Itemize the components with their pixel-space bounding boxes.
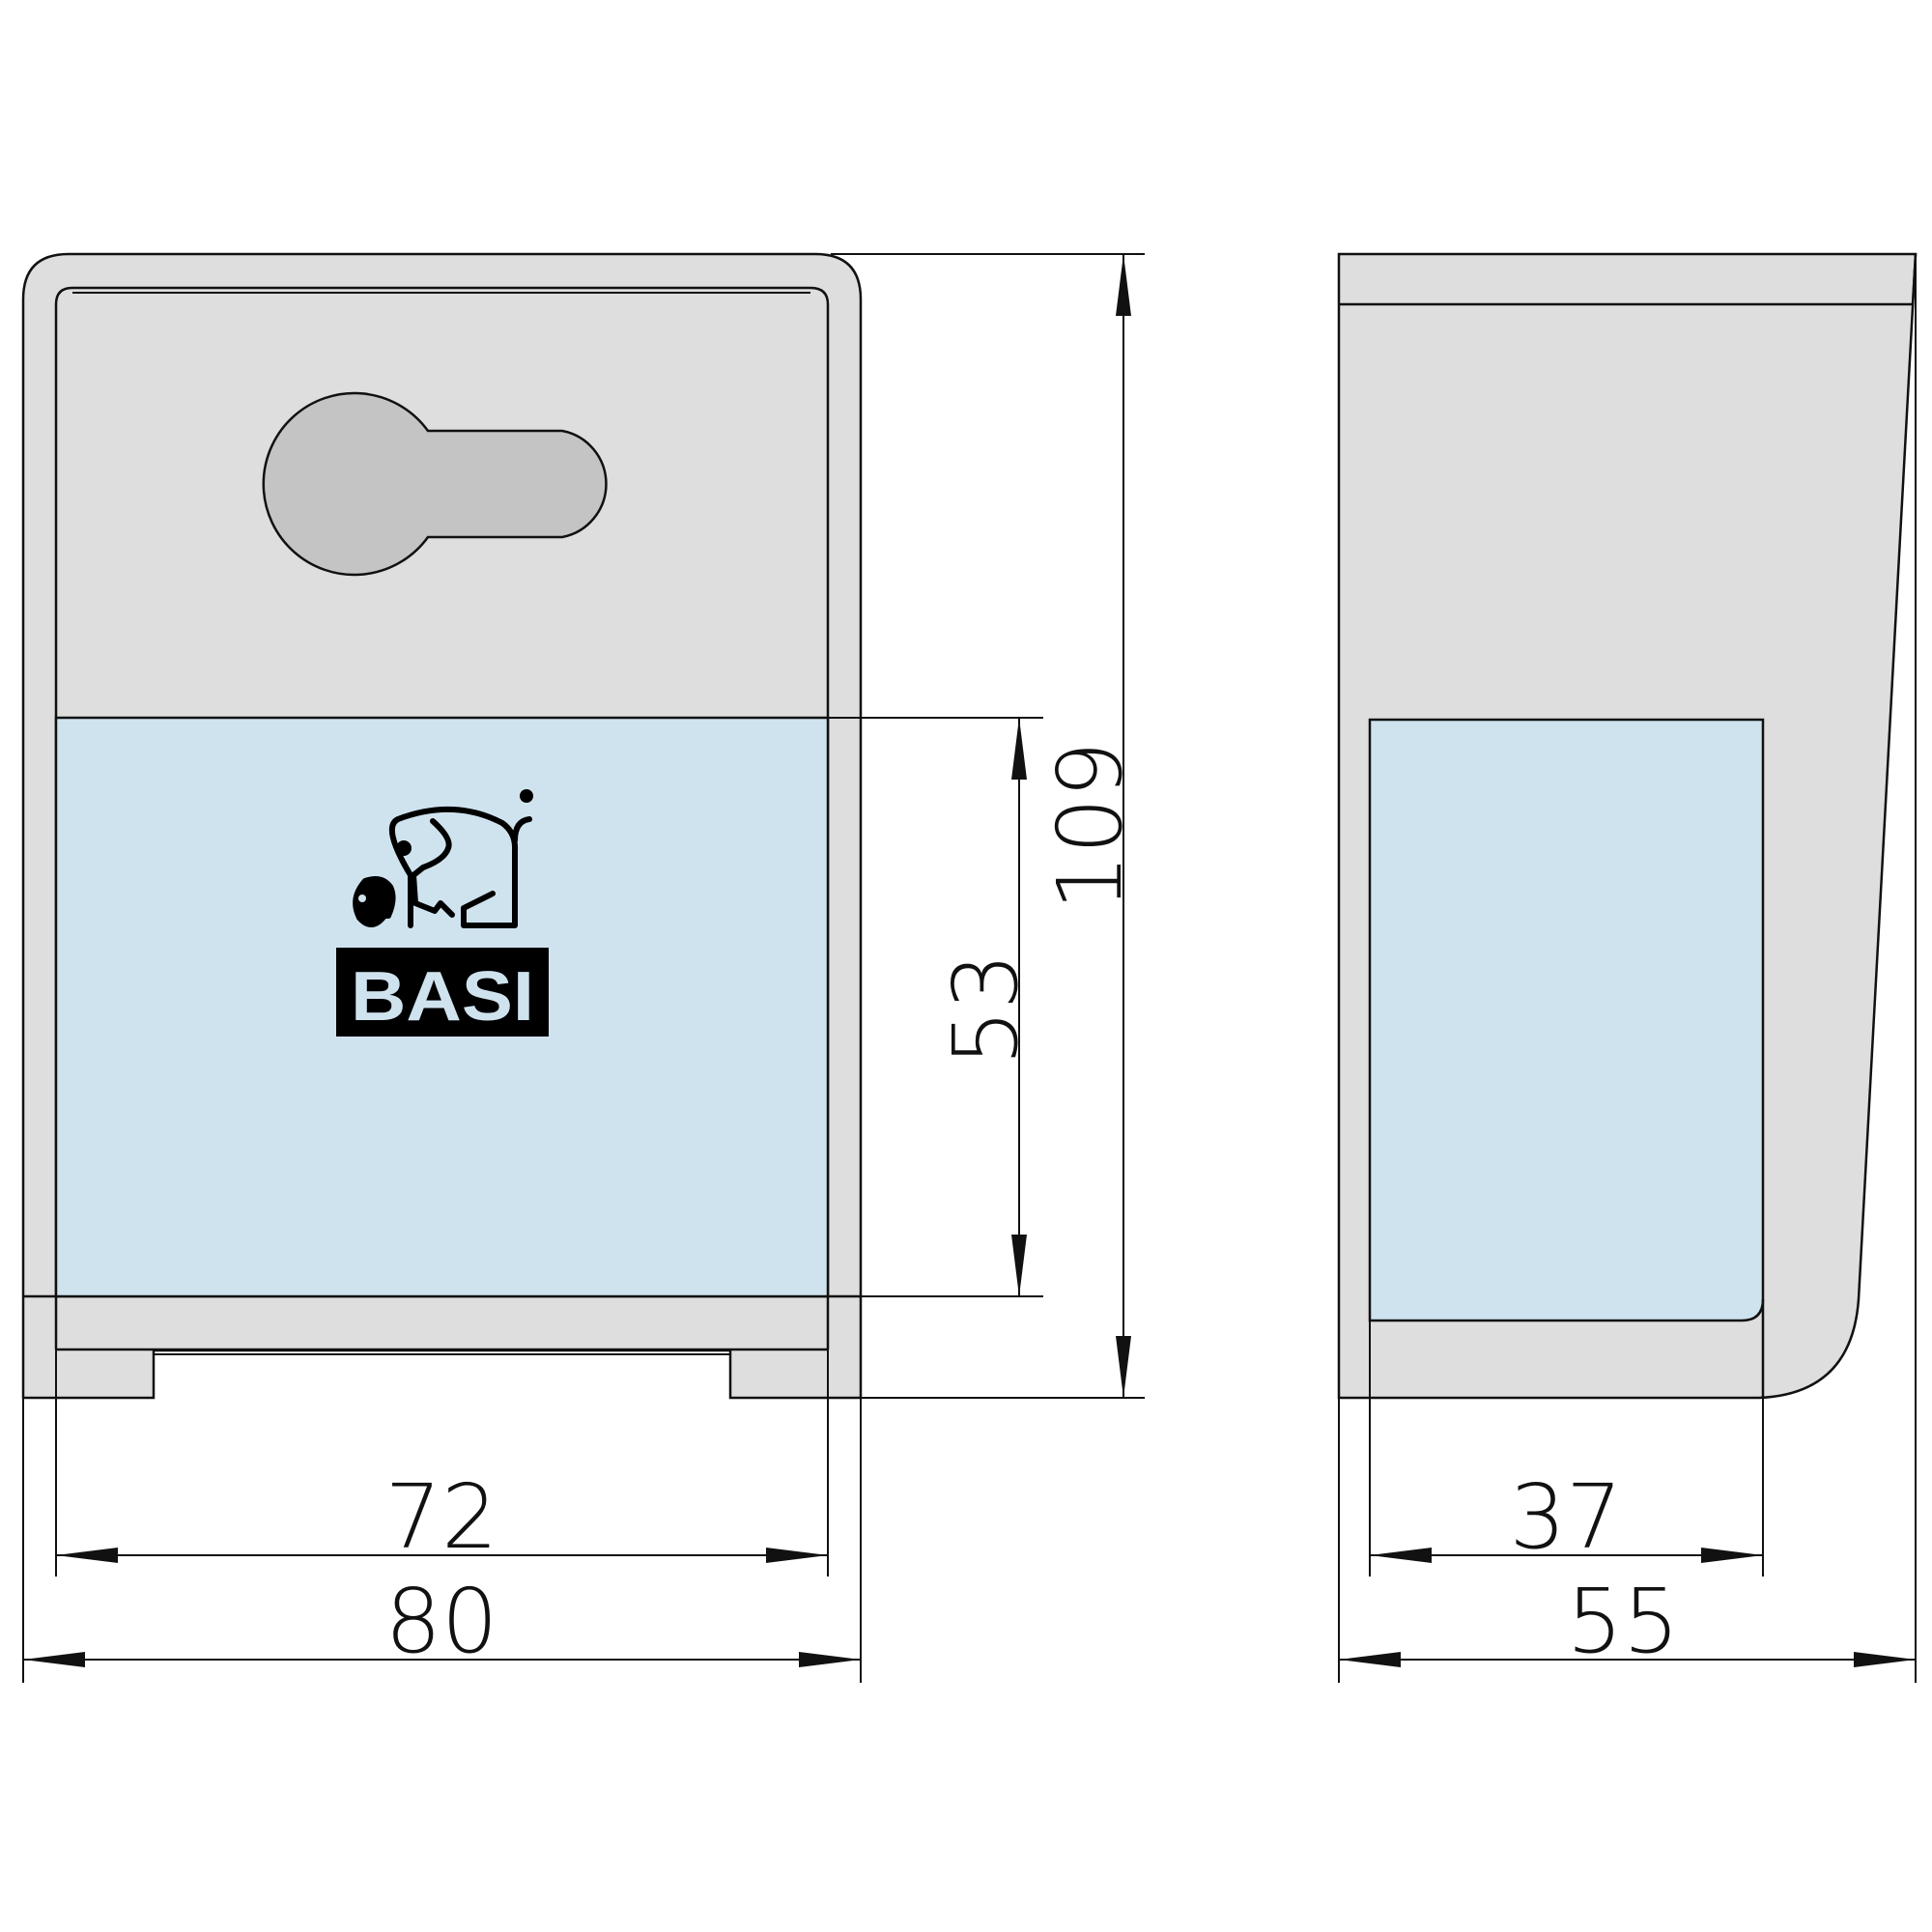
side-dimensions: [1338, 254, 1917, 1683]
dim-label-label-height: 53: [934, 952, 1037, 1065]
side-label-window: [1368, 718, 1765, 1322]
dim-label-overall-depth: 55: [1566, 1570, 1679, 1673]
logo-text: BASI: [351, 958, 534, 1036]
side-dimension-labels: 37 55: [1509, 1465, 1679, 1673]
dim-label-overall-width: 80: [384, 1570, 497, 1673]
dim-label-label-width: 37: [1509, 1465, 1622, 1569]
front-view: [21, 252, 863, 1400]
elephant-icon: [353, 789, 533, 928]
dim-label-height: 109: [1038, 741, 1142, 911]
front-dimensions: [22, 253, 1145, 1683]
dim-label-inner-width: 72: [384, 1465, 497, 1569]
front-inner-panel: [54, 286, 830, 1350]
keyhole-hanger: [262, 391, 608, 577]
front-dimension-labels: 109 53 72 80: [384, 741, 1142, 1673]
side-view: [1337, 252, 1918, 1400]
basi-logo: BASI: [336, 789, 549, 1037]
logo-text-background: [336, 948, 549, 1037]
